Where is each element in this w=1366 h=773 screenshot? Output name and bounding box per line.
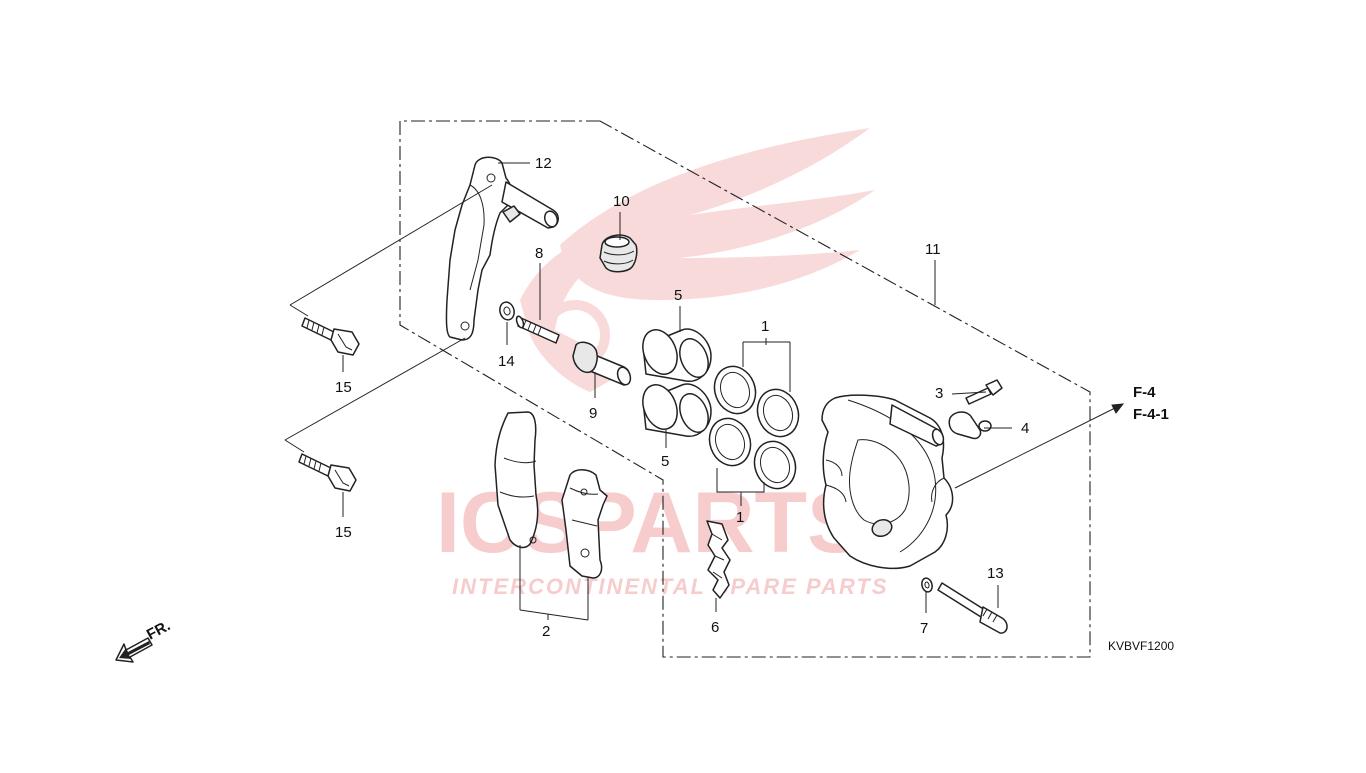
callout-15-lower: 15 — [335, 524, 352, 541]
callout-7: 7 — [920, 620, 928, 637]
leader-lines — [284, 162, 1125, 621]
front-direction-indicator: FR. — [115, 617, 173, 663]
callout-13: 13 — [987, 565, 1004, 582]
washer-pin — [921, 577, 933, 593]
pad-spring — [706, 520, 731, 599]
reference-f4-1[interactable]: F-4-1 — [1133, 406, 1169, 423]
callout-1-lower: 1 — [736, 509, 744, 526]
callout-12: 12 — [535, 155, 552, 172]
callout-4: 4 — [1021, 420, 1029, 437]
bleeder-screw — [515, 315, 560, 344]
callout-15-upper: 15 — [335, 379, 352, 396]
callout-10: 10 — [613, 193, 630, 210]
brake-pad-right — [561, 469, 608, 579]
callout-11: 11 — [925, 241, 941, 258]
callout-labels: 12 10 8 14 9 5 5 1 1 15 15 2 6 11 3 4 7 … — [335, 155, 1029, 640]
piston-lower — [642, 383, 712, 437]
caliper-pin — [572, 341, 632, 386]
bolt-lower — [298, 453, 357, 492]
caliper-bracket — [445, 156, 559, 341]
callout-9: 9 — [589, 405, 597, 422]
caliper-body — [821, 394, 954, 570]
callout-6: 6 — [711, 619, 719, 636]
assembly-boundary — [399, 120, 1091, 658]
diagram-code: KVBVF1200 — [1108, 639, 1174, 653]
callout-3: 3 — [935, 385, 943, 402]
slide-pin — [937, 582, 1008, 634]
pin-boot — [599, 234, 638, 273]
watermark: ICSPARTS INTERCONTINENTAL SPARE PARTS — [436, 128, 889, 599]
reference-f4[interactable]: F-4 — [1133, 384, 1156, 401]
callout-5-upper: 5 — [674, 287, 682, 304]
reference-labels[interactable]: F-4 F-4-1 — [1133, 384, 1169, 423]
bolt-upper — [301, 317, 360, 356]
brake-pad-left — [494, 411, 539, 549]
bleeder-cap — [948, 411, 992, 440]
piston-seals — [708, 365, 800, 490]
washer-small — [499, 301, 515, 321]
callout-1-upper: 1 — [761, 318, 769, 335]
piston-upper — [642, 328, 712, 382]
callout-2: 2 — [542, 623, 550, 640]
callout-8: 8 — [535, 245, 543, 262]
callout-5-lower: 5 — [661, 453, 669, 470]
watermark-tagline: INTERCONTINENTAL SPARE PARTS — [452, 574, 889, 599]
callout-14: 14 — [498, 353, 515, 370]
